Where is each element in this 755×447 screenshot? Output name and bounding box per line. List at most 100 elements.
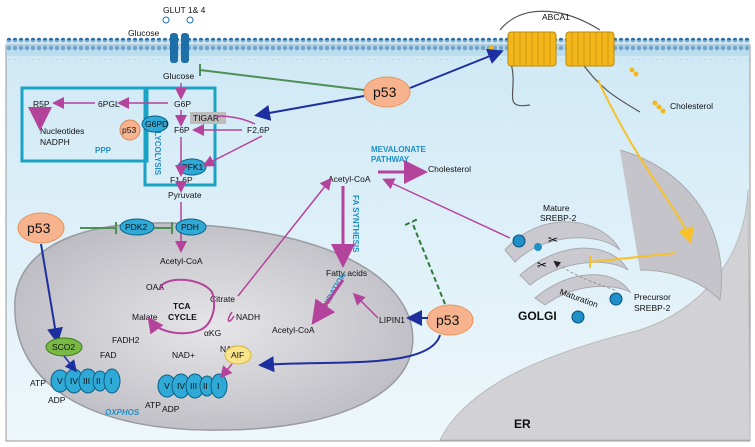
inhibit-p53-glut [199, 64, 365, 91]
inhibit-cholesterol-maturation [589, 252, 677, 263]
fatty-acids: Fatty acids [326, 268, 367, 278]
6pgl: 6PGL [98, 99, 120, 109]
arrow-p53-abca1 [409, 49, 504, 89]
tigar-inhibit [214, 115, 256, 125]
er-label: ER [514, 417, 531, 431]
er-fold [619, 149, 722, 302]
p53-bottom: p53 [426, 304, 474, 336]
r5p: R5P [33, 99, 50, 109]
adp-2: ADP [162, 404, 180, 414]
arrow-beta-oxidation [311, 279, 345, 325]
arrow-p53-aif [258, 334, 441, 373]
arrow-cholesterol-er [597, 79, 694, 244]
akg: αKG [204, 328, 221, 338]
mature-label: Mature [543, 203, 570, 213]
mevalonate-2: PATHWAY [371, 155, 410, 164]
inhibit-p53-srebp [404, 218, 446, 305]
precursor-srebp2 [609, 292, 623, 306]
tigar-badge [190, 112, 226, 124]
arrow-srebp-mevalonate [382, 178, 511, 239]
oaa: OAA [146, 282, 164, 292]
pdh-enzyme [175, 218, 207, 236]
nucleotides: Nucleotides [40, 126, 84, 136]
p53-top: p53 [363, 76, 411, 108]
f26p: F2,6P [247, 125, 270, 135]
fa-synthesis: FA SYNTHESIS [351, 195, 360, 253]
malate: Malate [132, 312, 158, 322]
abca1-transporter [499, 10, 641, 113]
tca-label-2: CYCLE [168, 312, 197, 322]
glut-label: GLUT 1& 4 [163, 5, 206, 15]
arrow-citrate-acetylcoa [237, 177, 332, 297]
pfk1: PFK1 [182, 162, 204, 172]
scissors-icon: ✂ [548, 233, 558, 247]
complex-i-2: I [217, 381, 219, 391]
oxphos-complex-row-2 [157, 373, 228, 399]
glycolysis-label: GLYCOLYSIS [153, 125, 162, 176]
abca1-label: ABCA1 [542, 12, 570, 22]
g6p: G6P [174, 99, 191, 109]
maturation-arrow [553, 260, 616, 291]
tca-label-1: TCA [173, 301, 190, 311]
g6pd: G6PD [145, 119, 168, 129]
citrate: Citrate [210, 294, 235, 304]
oxphos-complex-row-1 [50, 368, 121, 394]
p53-small-label: p53 [122, 125, 136, 135]
oxphos-label: OXPHOS [105, 408, 140, 417]
p53-small [119, 119, 141, 141]
glucose-inside: Glucose [163, 71, 194, 81]
glut-transporter [162, 16, 194, 63]
adp-1: ADP [48, 395, 66, 405]
fad: FAD [100, 350, 117, 360]
scissors-icon-2: ✂ [537, 258, 547, 272]
atp-1: ATP [30, 378, 46, 388]
complex-ii-2: II [203, 381, 208, 391]
cyto-acetylcoa: Acetyl-CoA [328, 174, 371, 184]
precursor-srebp2-label: SREBP-2 [634, 303, 671, 313]
arrow-p53-sco2 [40, 243, 63, 344]
arrow-p53-tigar [254, 95, 365, 121]
lipin1: LIPIN1 [379, 315, 405, 325]
complex-i-1: I [110, 376, 112, 386]
er-membrane [439, 189, 751, 441]
pyruvate: Pyruvate [168, 190, 202, 200]
complex-iv-1: IV [70, 376, 78, 386]
mature-srebp2-label: SREBP-2 [540, 213, 577, 223]
complex-iv-2: IV [177, 381, 185, 391]
glucose-outside: Glucose [128, 28, 159, 38]
mevalonate-1: MEVALONATE [371, 145, 426, 154]
nadh-1: NADH [236, 312, 260, 322]
pdh: PDH [181, 222, 199, 232]
p53-left: p53 [17, 212, 65, 244]
pdk2: PDK2 [125, 222, 147, 232]
precursor-srebp2-er [571, 310, 585, 324]
mito-acetylcoa: Acetyl-CoA [160, 256, 203, 266]
fadh2: FADH2 [112, 335, 140, 345]
aif: AIF [231, 350, 244, 360]
mature-srebp2-part [534, 243, 542, 251]
complex-iii-2: III [190, 381, 197, 391]
complex-v-2: V [164, 381, 170, 391]
tca-cycle-arrow [147, 278, 216, 335]
complex-ii-1: II [96, 376, 101, 386]
ppp-label: PPP [95, 146, 112, 155]
arrow-sco2-complex [63, 355, 77, 373]
g6pd-enzyme [141, 115, 169, 133]
svg-text:p53: p53 [27, 220, 51, 236]
nadplus: NAD+ [172, 350, 195, 360]
nadph: NADPH [40, 137, 70, 147]
aif-badge [224, 345, 252, 365]
atp-2: ATP [145, 400, 161, 410]
complex-iii-1: III [83, 376, 90, 386]
nadh-branch [227, 311, 235, 322]
sco2: SCO2 [52, 342, 75, 352]
acetylcoa-2: Acetyl-CoA [272, 325, 315, 335]
svg-text:p53: p53 [373, 84, 397, 100]
precursor-label: Precursor [634, 292, 671, 302]
tigar: TIGAR [193, 113, 219, 123]
membrane-core [6, 40, 750, 56]
inhibit-p53-pdk2 [80, 222, 117, 234]
arrow-aif-complex [220, 363, 233, 379]
